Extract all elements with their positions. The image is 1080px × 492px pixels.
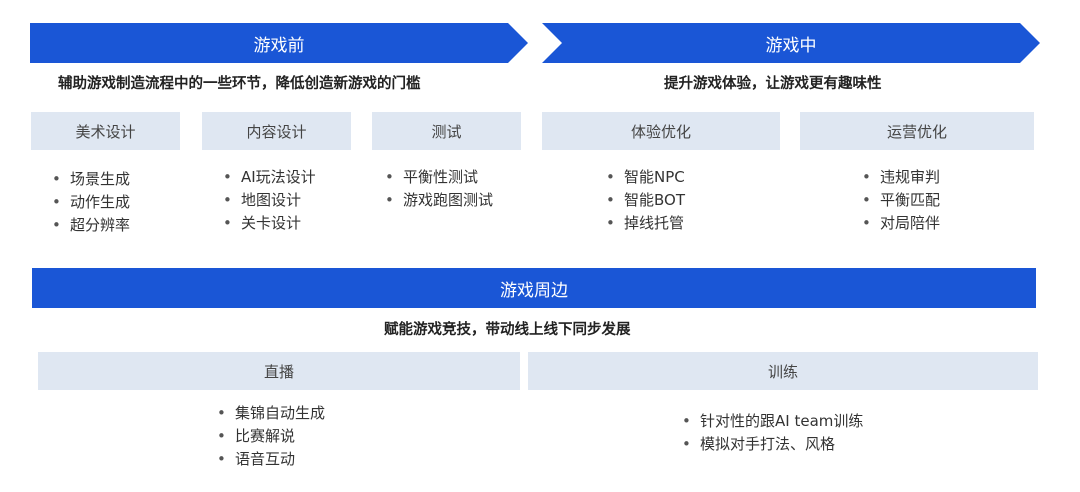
category-training-label: 训练 [767, 362, 798, 381]
during-game-subtitle: 提升游戏体验，让游戏更有趣味性 [664, 76, 882, 92]
list-item: •违规审判 [862, 166, 940, 189]
art-design-list: •场景生成 •动作生成 •超分辨率 [52, 168, 130, 237]
operations-optimization-list: •违规审判 •平衡匹配 •对局陪伴 [862, 166, 940, 235]
category-art-design: 美术设计 [31, 112, 180, 150]
list-item: •关卡设计 [223, 212, 316, 235]
banner-before-game-title: 游戏前 [253, 35, 305, 56]
category-testing: 测试 [372, 112, 521, 150]
bullet-icon: • [682, 435, 691, 453]
category-experience-optimization: 体验优化 [542, 112, 780, 150]
bullet-icon: • [385, 191, 394, 209]
category-operations-optimization-label: 运营优化 [886, 122, 947, 141]
bullet-icon: • [606, 214, 615, 232]
bullet-icon: • [217, 404, 226, 422]
category-live-streaming-label: 直播 [263, 362, 294, 381]
bullet-icon: • [223, 168, 232, 186]
bullet-icon: • [862, 191, 871, 209]
banner-game-periphery-title: 游戏周边 [500, 280, 568, 301]
category-operations-optimization: 运营优化 [800, 112, 1034, 150]
list-item: •平衡性测试 [385, 166, 493, 189]
list-item: •游戏跑图测试 [385, 189, 493, 212]
list-item: •超分辨率 [52, 214, 130, 237]
game-periphery-subtitle: 赋能游戏竞技，带动线上线下同步发展 [384, 322, 631, 338]
list-item: •比赛解说 [217, 425, 325, 448]
list-item: •平衡匹配 [862, 189, 940, 212]
experience-optimization-list: •智能NPC •智能BOT •掉线托管 [606, 166, 685, 235]
bullet-icon: • [606, 191, 615, 209]
banner-during-game: 游戏中 [542, 23, 1040, 63]
list-item: •针对性的跟AI team训练 [682, 410, 863, 433]
bullet-icon: • [52, 170, 61, 188]
list-item: •智能BOT [606, 189, 685, 212]
list-item: •动作生成 [52, 191, 130, 214]
live-streaming-list: •集锦自动生成 •比赛解说 •语音互动 [217, 402, 325, 471]
list-item: •模拟对手打法、风格 [682, 433, 863, 456]
testing-list: •平衡性测试 •游戏跑图测试 [385, 166, 493, 212]
category-live-streaming: 直播 [38, 352, 520, 390]
bullet-icon: • [223, 214, 232, 232]
bullet-icon: • [52, 193, 61, 211]
bullet-icon: • [217, 427, 226, 445]
bullet-icon: • [217, 450, 226, 468]
list-item: •集锦自动生成 [217, 402, 325, 425]
category-training: 训练 [528, 352, 1038, 390]
training-list: •针对性的跟AI team训练 •模拟对手打法、风格 [682, 410, 863, 456]
bullet-icon: • [862, 168, 871, 186]
list-item: •AI玩法设计 [223, 166, 316, 189]
list-item: •掉线托管 [606, 212, 685, 235]
banner-before-game: 游戏前 [30, 23, 528, 63]
content-design-list: •AI玩法设计 •地图设计 •关卡设计 [223, 166, 316, 235]
bullet-icon: • [682, 412, 691, 430]
list-item: •对局陪伴 [862, 212, 940, 235]
bullet-icon: • [52, 216, 61, 234]
list-item: •智能NPC [606, 166, 685, 189]
bullet-icon: • [606, 168, 615, 186]
banner-during-game-title: 游戏中 [765, 35, 817, 56]
before-game-subtitle: 辅助游戏制造流程中的一些环节，降低创造新游戏的门槛 [58, 76, 421, 92]
category-testing-label: 测试 [431, 122, 462, 141]
banner-game-periphery: 游戏周边 [32, 268, 1036, 308]
category-content-design: 内容设计 [202, 112, 351, 150]
list-item: •场景生成 [52, 168, 130, 191]
bullet-icon: • [385, 168, 394, 186]
list-item: •地图设计 [223, 189, 316, 212]
category-content-design-label: 内容设计 [246, 122, 307, 141]
bullet-icon: • [862, 214, 871, 232]
bullet-icon: • [223, 191, 232, 209]
list-item: •语音互动 [217, 448, 325, 471]
category-art-design-label: 美术设计 [75, 122, 136, 141]
category-experience-optimization-label: 体验优化 [630, 122, 691, 141]
